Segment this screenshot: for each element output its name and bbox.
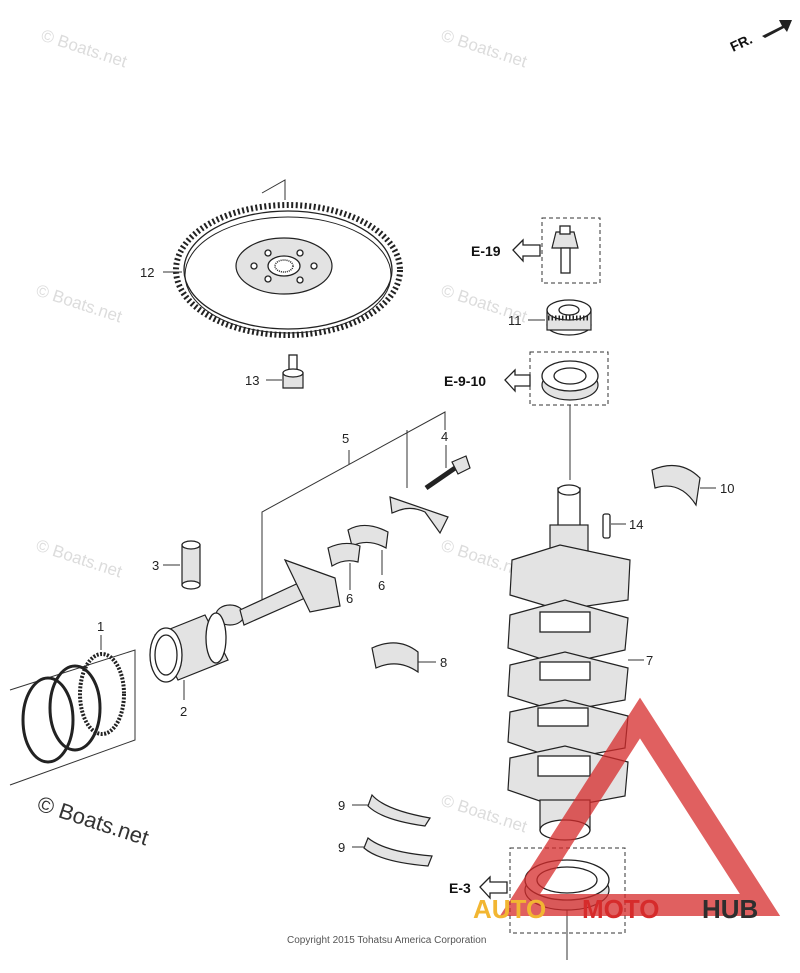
con-rod-cap [389,496,449,535]
callout-14: 14 [629,517,643,532]
piston-rings [21,652,126,764]
callout-5: 5 [342,431,349,446]
callout-9a: 9 [338,798,345,813]
ref-e3: E-3 [449,880,471,896]
watermark-7: © Boats.net [439,791,530,837]
flywheel [173,179,403,338]
callout-9b: 9 [338,840,345,855]
watermarks: © Boats.net © Boats.net © Boats.net © Bo… [34,26,530,837]
front-label: FR. [728,31,755,55]
piston [149,612,229,683]
brand-triangle-icon [499,697,781,916]
callout-11: 11 [508,313,522,328]
ref-arrow-e19 [512,238,541,263]
callout-2: 2 [180,704,187,719]
crank-pulley-bolt [551,225,579,274]
ref-e19: E-19 [471,243,501,259]
front-arrow-icon [762,20,792,38]
boats-logo: © Boats.net [34,791,151,850]
callout-6a: 6 [346,591,353,606]
front-direction-marker: FR. [728,20,792,55]
brand-auto: AUTO [473,894,546,924]
callout-6b: 6 [378,578,385,593]
callout-7: 7 [646,653,653,668]
callout-4: 4 [441,429,448,444]
callout-12: 12 [140,265,154,280]
ref-arrow-e910 [504,368,531,393]
thrust-bearing [651,464,701,507]
crankshaft [507,484,631,841]
callout-3: 3 [152,558,159,573]
callout-1: 1 [97,619,104,634]
brand-moto: MOTO [582,894,660,924]
ref-box-e910 [529,351,609,406]
main-bearing [371,642,419,674]
callout-13: 13 [245,373,259,388]
callout-10: 10 [720,481,734,496]
brand-hub: HUB [702,894,758,924]
brand-logo: AUTO MOTO HUB [473,697,781,924]
copyright: Copyright 2015 Tohatsu America Corporati… [287,935,486,946]
con-rod-bearing-upper [347,524,389,549]
ref-arrow-e3 [479,875,508,900]
ref-e910: E-9-10 [444,373,486,389]
timing-gear [546,299,592,336]
callout-8: 8 [440,655,447,670]
watermark-5: © Boats.net [34,536,125,582]
oil-seal-upper [541,360,599,401]
flywheel-bolt [282,354,304,389]
watermark-3: © Boats.net [34,281,125,327]
ref-box-e19 [541,217,601,284]
main-bearing-upper [367,793,431,827]
connecting-rod [215,558,341,626]
watermark-1: © Boats.net [39,26,130,72]
con-rod-bearing-lower [327,542,361,567]
main-bearing-lower [363,837,433,867]
watermark-2: © Boats.net [439,26,530,72]
con-rod-bolt [424,455,471,491]
woodruff-key [602,513,611,539]
piston-pin [181,540,201,590]
